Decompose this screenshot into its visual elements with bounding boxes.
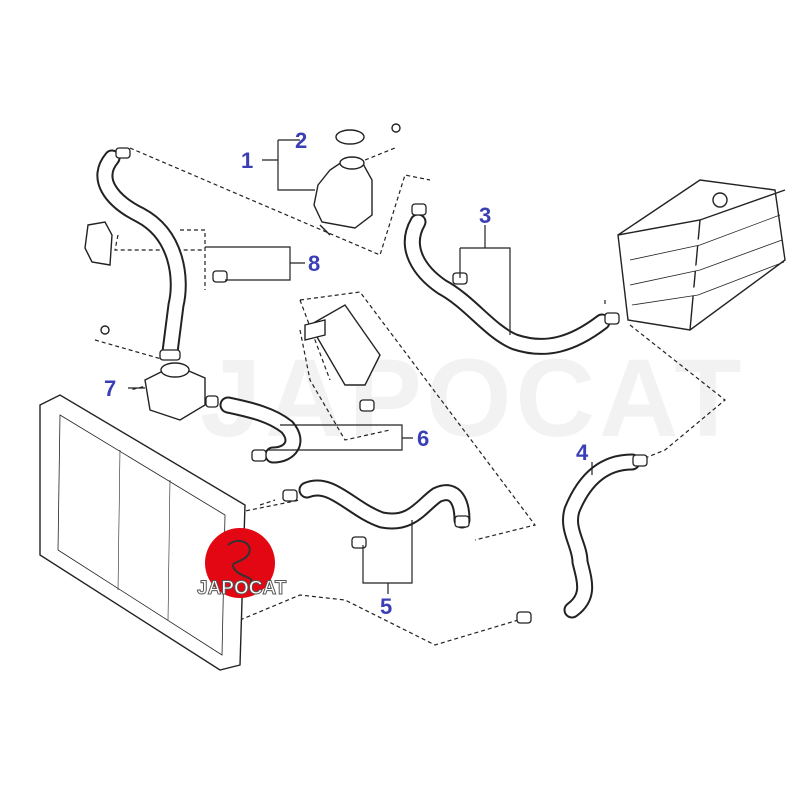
callout-2: 2 [295, 128, 308, 153]
callout-6: 6 [417, 426, 430, 451]
callout-3: 3 [479, 203, 492, 228]
callout-8: 8 [308, 251, 321, 276]
logo-text: JAPOCAT [196, 578, 287, 600]
radiator [39, 394, 246, 671]
oil-cooler [304, 304, 381, 386]
japocat-logo [205, 528, 275, 598]
inverter [617, 179, 786, 331]
reservoir [313, 123, 401, 236]
callout-5: 5 [380, 594, 393, 619]
bracket [84, 221, 113, 335]
callout-7: 7 [104, 376, 117, 401]
callout-1: 1 [241, 148, 254, 173]
water-pump [144, 362, 206, 421]
callout-4: 4 [576, 440, 589, 465]
